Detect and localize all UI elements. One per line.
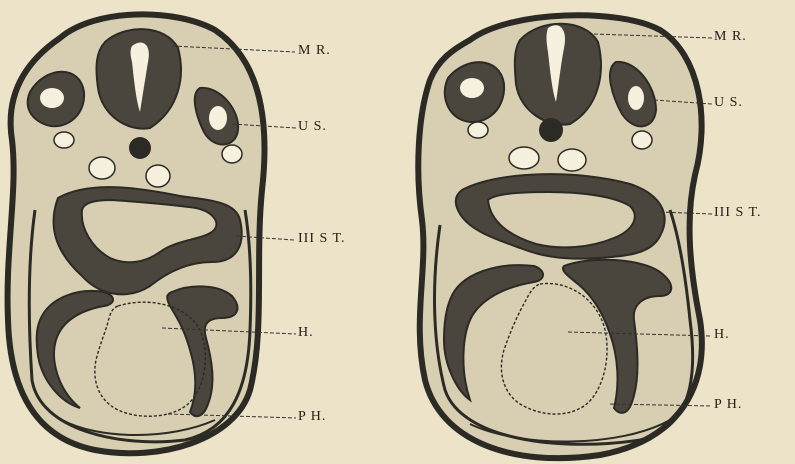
right-label-iiist: III S T.	[714, 205, 762, 221]
right-section	[418, 15, 702, 458]
left-vessel-3	[146, 165, 170, 187]
right-somite-left-cavity	[460, 78, 484, 98]
left-somite-right-cavity	[209, 106, 227, 130]
right-somite-right-cavity	[628, 86, 644, 110]
right-vessel-2	[509, 147, 539, 169]
right-vessel-4	[632, 131, 652, 149]
right-label-us: U S.	[714, 95, 743, 111]
right-label-ph: P H.	[714, 397, 742, 413]
right-label-h: H.	[714, 327, 730, 343]
left-vessel-2	[89, 157, 115, 179]
right-vessel-1	[468, 122, 488, 138]
left-notochord	[129, 137, 151, 159]
left-label-ph: P H.	[298, 409, 326, 425]
left-somite-left-cavity	[40, 88, 64, 108]
right-vessel-3	[558, 149, 586, 171]
left-label-iiist: III S T.	[298, 231, 346, 247]
right-notochord	[539, 118, 563, 142]
left-label-h: H.	[298, 325, 314, 341]
left-vessel-1	[54, 132, 74, 148]
left-section	[8, 14, 265, 453]
left-label-us: U S.	[298, 119, 327, 135]
right-label-mr: M R.	[714, 29, 747, 45]
left-label-mr: M R.	[298, 43, 331, 59]
left-vessel-4	[222, 145, 242, 163]
